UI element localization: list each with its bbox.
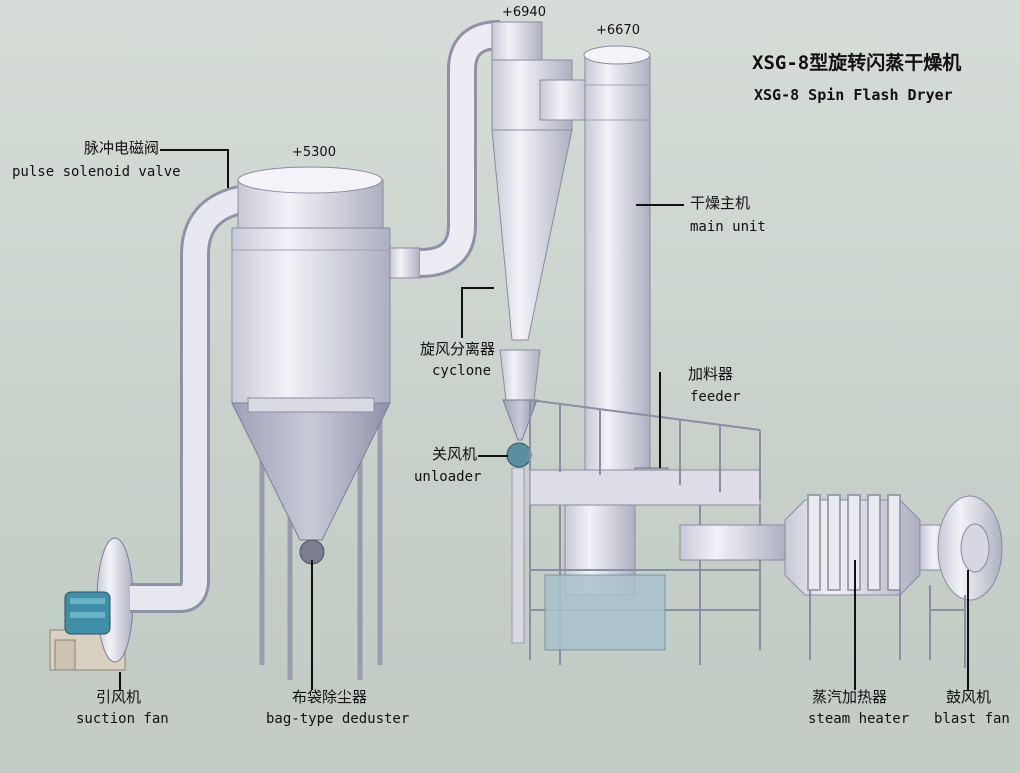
label-unloader-en: unloader xyxy=(414,469,482,485)
cyclone-group xyxy=(491,21,601,644)
label-cyclone-en: cyclone xyxy=(432,363,492,379)
label-unloader-cn: 关风机 xyxy=(432,445,478,463)
label-suction-fan-en: suction fan xyxy=(76,711,169,727)
label-main-unit-en: main unit xyxy=(690,219,766,235)
label-deduster-cn: 布袋除尘器 xyxy=(292,688,368,706)
label-steam-heater-cn: 蒸汽加热器 xyxy=(812,688,888,706)
label-feeder-cn: 加料器 xyxy=(688,365,734,383)
unloader-valve xyxy=(506,442,532,468)
label-suction-fan-cn: 引风机 xyxy=(96,688,142,706)
suction-fan-group xyxy=(49,185,244,671)
label-main-unit-cn: 干燥主机 xyxy=(690,194,751,212)
label-pulse-valve-cn: 脉冲电磁阀 xyxy=(84,139,160,157)
platform xyxy=(529,469,761,506)
main-unit-group xyxy=(529,45,786,665)
label-deduster-en: bag-type deduster xyxy=(266,711,410,727)
elevation-6670: +6670 xyxy=(596,23,640,38)
title-en: XSG-8 Spin Flash Dryer xyxy=(754,86,953,104)
label-cyclone-cn: 旋风分离器 xyxy=(420,340,496,358)
steam-heater-group xyxy=(784,494,921,670)
elevation-6940: +6940 xyxy=(502,5,546,20)
elevation-5300: +5300 xyxy=(292,145,336,160)
floor-shade xyxy=(0,690,1020,773)
label-blast-fan-cn: 鼓风机 xyxy=(946,688,992,706)
blast-fan-group xyxy=(919,495,1003,668)
label-blast-fan-en: blast fan xyxy=(934,711,1010,727)
deduster-group xyxy=(231,20,501,680)
deduster-hopper xyxy=(231,402,391,541)
title-cn: XSG-8型旋转闪蒸干燥机 xyxy=(752,52,962,74)
label-steam-heater-en: steam heater xyxy=(808,711,910,727)
label-pulse-valve-en: pulse solenoid valve xyxy=(12,164,181,180)
label-feeder-en: feeder xyxy=(690,389,741,405)
leader-lines xyxy=(119,149,969,690)
